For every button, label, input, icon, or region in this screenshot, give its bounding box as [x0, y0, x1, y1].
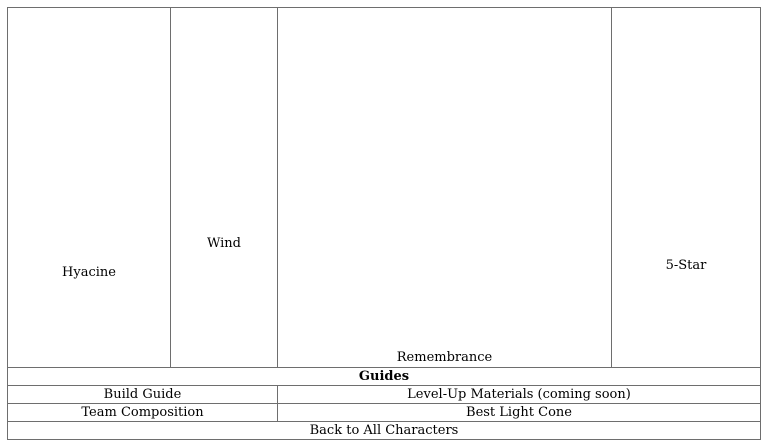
guides-header: Guides	[358, 369, 410, 384]
divider	[8, 385, 760, 386]
divider	[277, 8, 278, 368]
team-composition-link[interactable]: Team Composition	[81, 405, 204, 420]
character-path: Remembrance	[396, 350, 493, 365]
character-rarity: 5-Star	[665, 258, 707, 273]
divider	[8, 403, 760, 404]
divider	[277, 386, 278, 421]
divider	[170, 8, 171, 368]
character-info-table	[7, 7, 761, 440]
character-element: Wind	[207, 236, 241, 251]
best-light-cone-link[interactable]: Best Light Cone	[466, 405, 572, 420]
back-to-all-characters-link[interactable]: Back to All Characters	[309, 423, 459, 438]
level-up-materials-label: Level-Up Materials (coming soon)	[407, 387, 631, 402]
divider	[8, 367, 760, 368]
build-guide-link[interactable]: Build Guide	[103, 387, 182, 402]
character-name: Hyacine	[62, 265, 116, 280]
divider	[611, 8, 612, 368]
divider	[8, 421, 760, 422]
